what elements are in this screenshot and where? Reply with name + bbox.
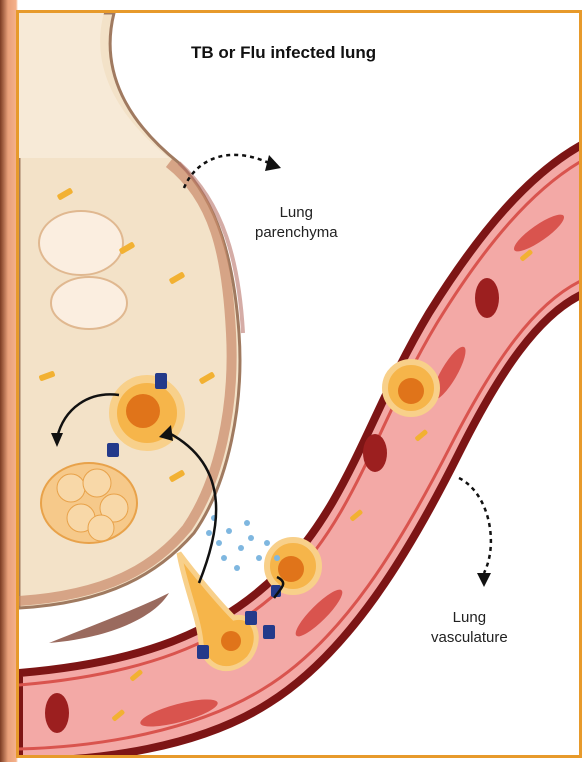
epithelial-cell — [51, 277, 127, 329]
red-blood-cell — [363, 434, 387, 472]
lung-parenchyma-tissue — [19, 13, 243, 608]
red-blood-cell — [475, 278, 499, 318]
diagram-panel: TB or Flu infected lung Lung parenchyma … — [16, 10, 582, 758]
red-blood-cell — [45, 693, 69, 733]
immune-cell-vessel — [385, 362, 437, 414]
epithelial-cell — [39, 211, 123, 275]
label-lung-parenchyma: Lung parenchyma — [255, 203, 338, 243]
label-lung-vasculature: Lung vasculature — [431, 608, 508, 648]
diagram-title: TB or Flu infected lung — [191, 43, 376, 63]
immune-cell-vessel — [267, 540, 319, 592]
